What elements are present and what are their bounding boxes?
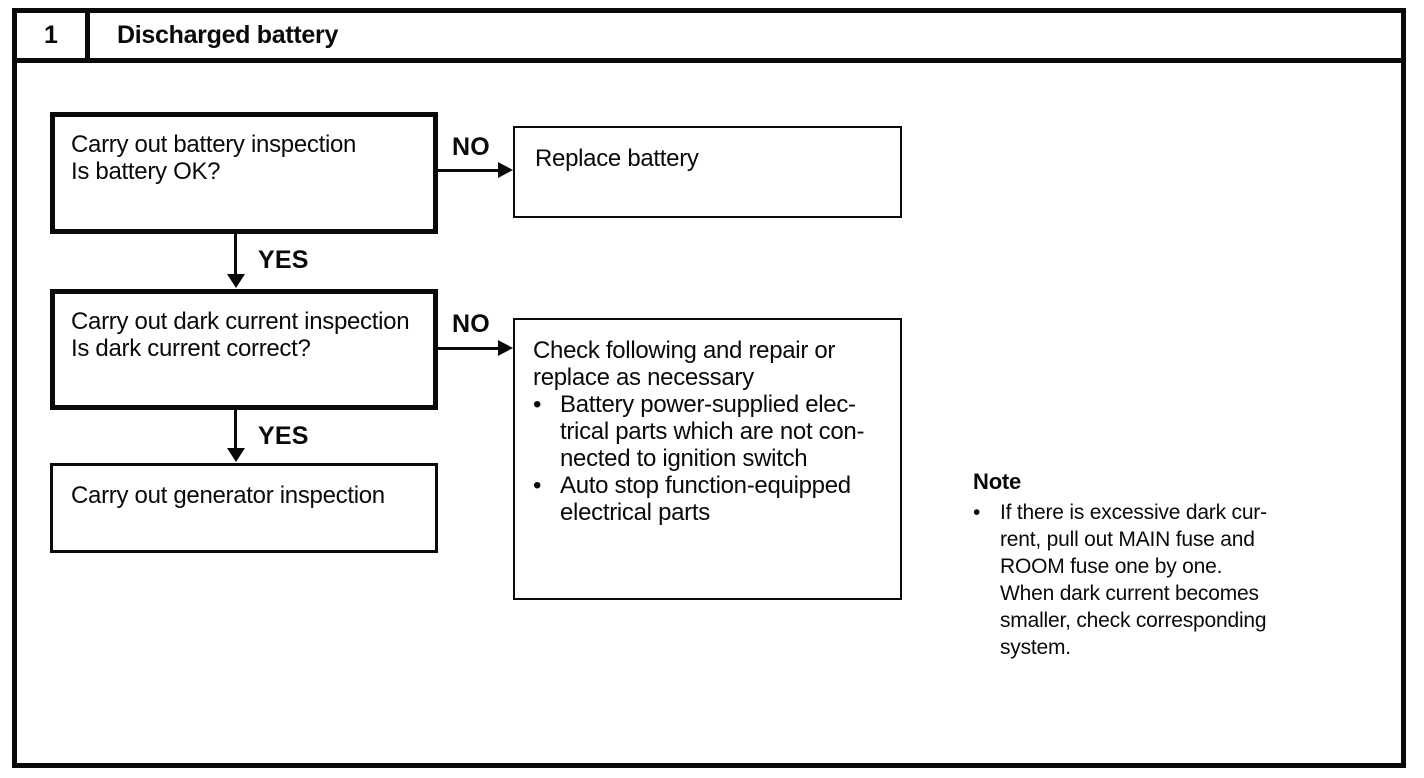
box-text-line: Check following and repair or <box>533 337 836 364</box>
note-text-line: smaller, check corresponding <box>1000 609 1267 632</box>
bullet-item: • Battery power-supplied elec- trical pa… <box>533 391 882 472</box>
note-text-line: If there is excessive dark cur- <box>1000 501 1267 524</box>
action-box-check-repair: Check following and repair or replace as… <box>513 318 902 600</box>
box-text-line: Replace battery <box>535 145 699 172</box>
document-frame: 1 Discharged battery <box>12 8 1406 768</box>
box-text-line: nected to ignition switch <box>560 445 808 472</box>
yes-connector-line <box>234 234 237 276</box>
no-connector-line <box>438 169 500 172</box>
box-text-line: Carry out battery inspection <box>71 131 357 158</box>
box-text-line: Is battery OK? <box>71 158 221 185</box>
yes-connector-line <box>234 410 237 450</box>
yes-label: YES <box>258 422 309 450</box>
bullet-icon: • <box>533 391 542 418</box>
action-box-generator-inspection: Carry out generator inspection <box>50 463 438 553</box>
arrow-down-icon <box>227 274 245 288</box>
decision-box-battery-inspection: Carry out battery inspection Is battery … <box>50 112 438 234</box>
no-label: NO <box>452 133 490 161</box>
decision-box-dark-current: Carry out dark current inspection Is dar… <box>50 289 438 410</box>
no-label: NO <box>452 310 490 338</box>
no-connector-line <box>438 347 500 350</box>
box-text-line: electrical parts <box>560 499 710 526</box>
box-text-line: Carry out dark current inspection <box>71 308 410 335</box>
arrow-right-icon <box>498 162 513 178</box>
note-title: Note <box>973 469 1022 494</box>
page-title: Discharged battery <box>117 21 339 49</box>
bullet-text: Battery power-supplied elec- trical part… <box>560 391 864 472</box>
bullet-item: • Auto stop function-equipped electrical… <box>533 472 882 526</box>
action-box-replace-battery: Replace battery <box>513 126 902 218</box>
arrow-right-icon <box>498 340 513 356</box>
bullet-text: Auto stop function-equipped electrical p… <box>560 472 851 526</box>
note-text-line: ROOM fuse one by one. <box>1000 555 1223 578</box>
note-text: If there is excessive dark cur- rent, pu… <box>1000 499 1267 661</box>
note-bullet-item: • If there is excessive dark cur- rent, … <box>973 499 1345 661</box>
note-text-line: system. <box>1000 636 1071 659</box>
box-text-line: Carry out generator inspection <box>71 482 385 509</box>
section-number: 1 <box>17 13 90 58</box>
yes-label: YES <box>258 246 309 274</box>
box-text-line: trical parts which are not con- <box>560 418 865 445</box>
bullet-icon: • <box>533 472 542 499</box>
bullet-icon: • <box>973 501 981 524</box>
note-text-line: When dark current becomes <box>1000 582 1259 605</box>
note-text-line: rent, pull out MAIN fuse and <box>1000 528 1255 551</box>
title-bar: 1 Discharged battery <box>17 13 1401 63</box>
box-text-line: Auto stop function-equipped <box>560 472 851 499</box>
box-text-line: Battery power-supplied elec- <box>560 391 856 418</box>
box-text-line: replace as necessary <box>533 364 754 391</box>
arrow-down-icon <box>227 448 245 462</box>
note-block: Note • If there is excessive dark cur- r… <box>973 468 1345 661</box>
box-text-line: Is dark current correct? <box>71 335 311 362</box>
